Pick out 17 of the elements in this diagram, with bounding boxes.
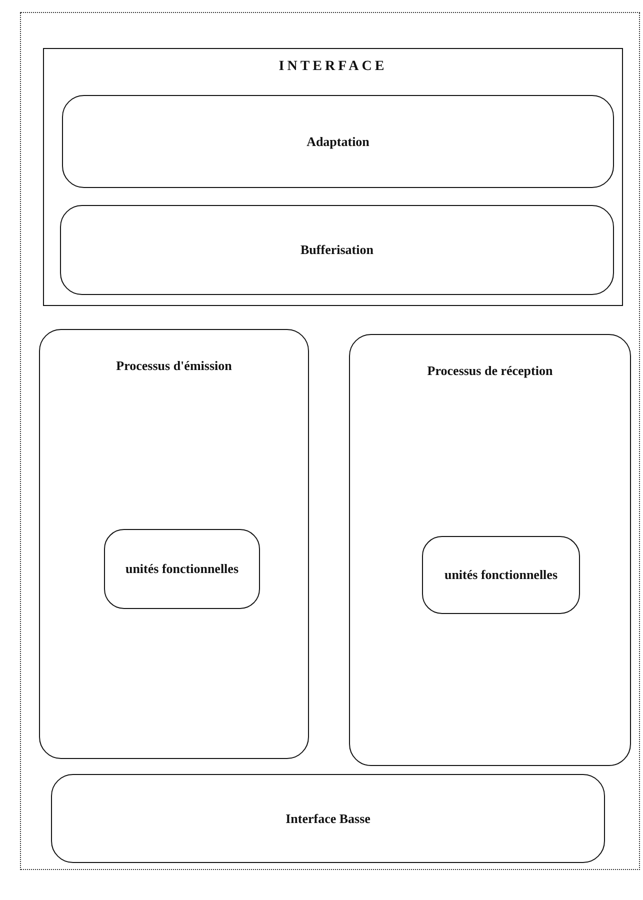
box-heading: Processus de réception <box>426 363 554 379</box>
process-box <box>39 329 309 759</box>
box-heading: INTERFACE <box>278 59 388 75</box>
process-box <box>349 334 631 766</box>
unit-box <box>104 529 260 609</box>
box-label: Bufferisation <box>300 242 374 258</box>
box-label: unités fonctionnelles <box>443 567 559 583</box>
box-label: Adaptation <box>306 134 370 150</box>
module-box <box>51 774 605 863</box>
box-heading: Processus d'émission <box>115 358 233 374</box>
frame <box>20 12 640 870</box>
module-box <box>62 95 614 188</box>
unit-box <box>422 536 580 614</box>
module-box <box>60 205 614 295</box>
box-label: unités fonctionnelles <box>124 561 240 577</box>
interface-panel <box>43 48 623 306</box>
box-label: Interface Basse <box>284 810 372 826</box>
